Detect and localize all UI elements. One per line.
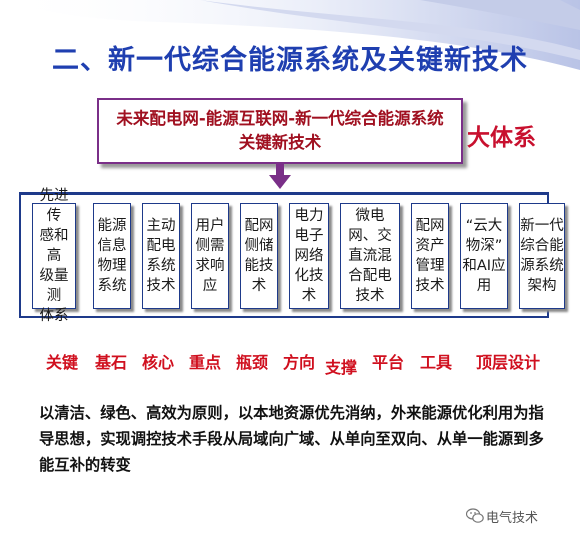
technology-box-label: 微电 网、交 直流混 合配电 技术 <box>348 208 392 304</box>
technology-box-4: 用户 侧需 求响 应 <box>191 203 229 309</box>
technology-box-3: 主动 配电 系统 技术 <box>142 203 180 309</box>
technology-box-10: 新一代 综合能 源系统 架构 <box>519 203 565 309</box>
role-keyword-7: 支撑 <box>325 358 358 377</box>
role-keyword-8: 平台 <box>372 353 405 372</box>
technology-box-label: 用户 侧需 求响 应 <box>195 218 225 294</box>
technology-box-label: 新一代 综合能 源系统 架构 <box>520 218 564 294</box>
top-heading-box: 未来配电网-能源互联网-新一代综合能源系统 关键新技术 <box>97 98 463 164</box>
role-keyword-3: 核心 <box>142 353 175 372</box>
role-keyword-4: 重点 <box>189 353 222 372</box>
technology-box-5: 配网 侧储 能技 术 <box>240 203 278 309</box>
top-heading-line-2: 关键新技术 <box>238 133 322 152</box>
wechat-icon <box>466 508 484 523</box>
description-text: 以清洁、绿色、高效为原则，以本地资源优先消纳，外来能源优化利用为指导思想，实现调… <box>39 404 544 474</box>
technology-box-1: 先进传 感和高 级量测 体系 <box>32 188 76 324</box>
role-keyword-1: 关键 <box>46 353 79 372</box>
role-keyword-2: 基石 <box>95 353 128 372</box>
page-title: 二、新一代综合能源系统及关键新技术 <box>52 45 528 76</box>
technology-box-label: 主动 配电 系统 技术 <box>146 218 176 294</box>
side-label-system: 大体系 <box>467 125 536 151</box>
technology-box-label: 先进传 感和高 级量测 体系 <box>39 188 69 324</box>
header-swoosh-decoration <box>0 0 580 70</box>
down-arrow-icon <box>269 164 291 189</box>
technology-box-label: 配网 侧储 能技 术 <box>244 218 274 294</box>
technology-box-2: 能源 信息 物理 系统 <box>93 203 131 309</box>
top-heading-line-1: 未来配电网-能源互联网-新一代综合能源系统 <box>116 109 444 128</box>
technology-box-7: 微电 网、交 直流混 合配电 技术 <box>340 203 400 309</box>
technology-box-8: 配网 资产 管理 技术 <box>411 203 449 309</box>
role-keyword-10: 顶层设计 <box>476 353 541 372</box>
role-keyword-5: 瓶颈 <box>236 353 269 372</box>
technology-box-label: 配网 资产 管理 技术 <box>415 218 445 294</box>
technology-box-label: 电力 电子 网络 化技 术 <box>294 208 324 304</box>
technology-box-6: 电力 电子 网络 化技 术 <box>289 203 329 309</box>
technology-box-label: “云大 物深” 和AI应 用 <box>462 218 506 294</box>
role-keyword-6: 方向 <box>283 353 316 372</box>
technology-box-label: 能源 信息 物理 系统 <box>97 218 127 294</box>
role-keyword-9: 工具 <box>420 353 453 372</box>
technology-box-9: “云大 物深” 和AI应 用 <box>460 203 508 309</box>
watermark-label: 电气技术 <box>486 511 539 526</box>
